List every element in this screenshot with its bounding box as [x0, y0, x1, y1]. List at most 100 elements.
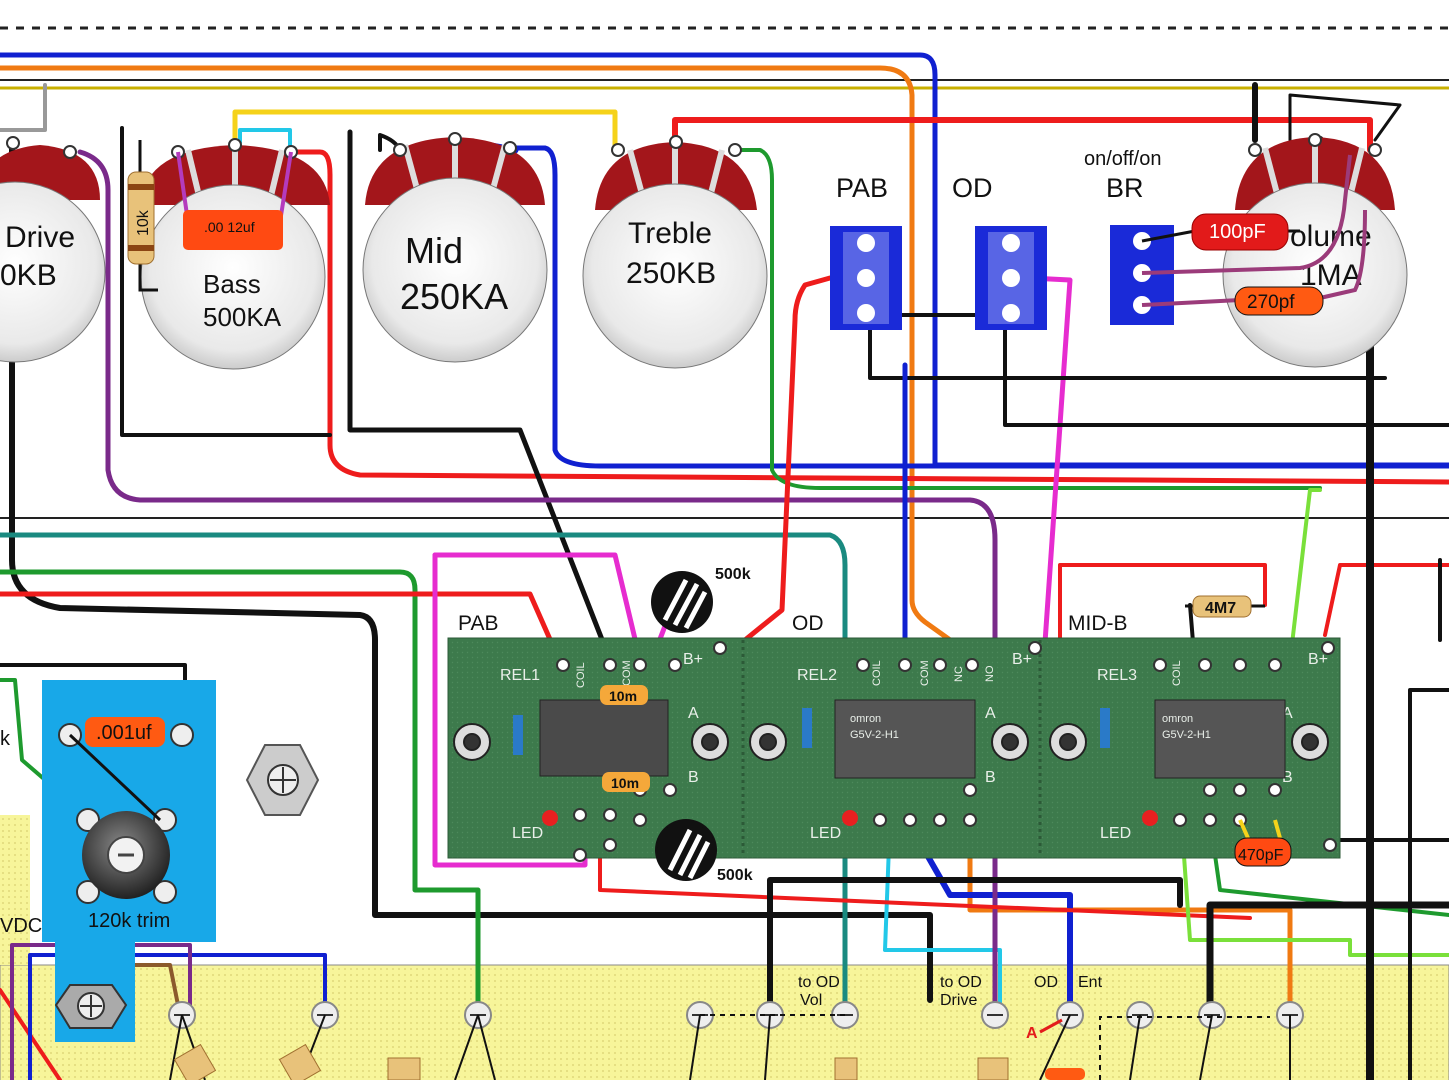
relay-section-od: OD: [792, 612, 824, 635]
trim-pot-500k-bottom: 500k: [655, 819, 753, 884]
relay-3-bplus-label: B+: [1308, 651, 1328, 668]
bass-cap: .00 12uf: [183, 210, 283, 250]
switch-labels: PAB OD on/off/on BR: [836, 148, 1161, 203]
wire-red-bplus-3: [1323, 563, 1449, 637]
pot-drive: Drive 0KB: [0, 145, 106, 363]
relay-2-nc-label: NC: [953, 666, 965, 682]
relay-1-resistor: [513, 715, 523, 755]
relay-3-led-label: LED: [1100, 825, 1131, 842]
switch-pab-label: PAB: [836, 173, 888, 203]
wire-blue-bottom: [907, 822, 1073, 1018]
switch-pab: [830, 226, 902, 330]
wire-brown-bottom-left: [128, 963, 182, 1017]
label-to-od-drive-2: Drive: [940, 992, 977, 1009]
bass-resistor: 10k: [127, 140, 158, 292]
trim-pot-500k-top-label: 500k: [715, 566, 751, 583]
wire-blue-bottom-left: [28, 953, 327, 1080]
pot-mid: Mid 250KA: [362, 137, 548, 363]
wire-grey-left: [0, 83, 47, 132]
pot-drive-label-1: Drive: [5, 221, 75, 254]
label-mark-a: A: [1026, 1025, 1038, 1042]
wire-cyan-bass: [238, 128, 292, 152]
relay-1-label: REL1: [500, 667, 540, 684]
wire-red-pab-switch: [557, 275, 833, 818]
pot-treble: Treble 250KB: [582, 142, 768, 369]
relay-3-body: omron G5V-2-H1: [1154, 699, 1286, 779]
relay-3-pad-b: B: [1282, 769, 1293, 786]
pot-treble-label-2: 250KB: [626, 257, 716, 290]
wire-green-left: [0, 569, 481, 1018]
br-cap-270pf: 270pf: [1234, 286, 1324, 316]
cap-470pf-leads: [1238, 819, 1282, 839]
trim-pot-500k-bottom-label: 500k: [717, 867, 753, 884]
wire-red-treble-volume: [672, 117, 1373, 153]
cap-470pf-label: 470pF: [1238, 847, 1284, 864]
wire-black-volume-loop: [1288, 93, 1402, 142]
wire-black-resistor: [120, 126, 332, 437]
switch-od: [975, 226, 1047, 330]
pot-bass: Bass 500KA: [140, 145, 330, 370]
wire-black-main-left: [9, 137, 933, 1003]
label-to-od-vol-1: to OD: [798, 974, 840, 991]
relay-2-model: G5V-2-H1: [850, 729, 899, 741]
wire-teal-od: [0, 532, 848, 1018]
switch-br: [1110, 225, 1174, 325]
res-4m7-label: 4M7: [1205, 600, 1236, 617]
trim-board: .001uf 120k trim: [42, 680, 216, 1042]
res-10m-bottom: 10m: [602, 772, 650, 792]
relay-3-model: G5V-2-H1: [1162, 729, 1211, 741]
relay-2-resistor: [802, 708, 812, 748]
label-to-od-vol-2: Vol: [800, 992, 822, 1009]
wire-black-pab-od: [868, 313, 1387, 380]
wire-black-mid: [347, 129, 613, 663]
wire-green-treble: [733, 148, 1322, 490]
relay-3-brand: omron: [1162, 713, 1193, 725]
left-vdc-label: VDC: [0, 915, 42, 937]
wire-orange-top: [0, 65, 988, 668]
relay-3-coil-label: COIL: [1171, 660, 1183, 686]
hex-nut: [245, 744, 320, 816]
relay-1-led: [542, 810, 558, 826]
relay-2-coil-label: COIL: [871, 660, 883, 686]
relay-2-no-label: NO: [984, 665, 996, 682]
mark-a-arrow: [1039, 1018, 1063, 1034]
relay-2-brand: omron: [850, 713, 881, 725]
relay-1-com-label: COM: [621, 660, 633, 686]
br-cap-100pf: 100pF: [1191, 213, 1289, 251]
bass-resistor-label: 10k: [135, 209, 152, 236]
pot-bass-label-1: Bass: [203, 269, 261, 299]
pot-mid-label-2: 250KA: [400, 276, 508, 317]
relay-2-pad-a: A: [985, 705, 996, 722]
wire-blue-top: [0, 52, 1449, 468]
wire-red-midb: [1058, 563, 1267, 642]
relay-2-led-label: LED: [810, 825, 841, 842]
wire-black-bottom: [767, 877, 1183, 1018]
relay-1-coil-label: COIL: [575, 662, 587, 688]
br-wire-mauve: [1141, 154, 1352, 275]
switch-br-label: BR: [1106, 173, 1144, 203]
res-10m-bottom-label: 10m: [611, 775, 639, 791]
label-od: OD: [1034, 974, 1058, 991]
wire-black-right-edge: [1408, 558, 1449, 1080]
relay-2-body: omron G5V-2-H1: [834, 699, 976, 779]
bass-cap-label: .00 12uf: [204, 219, 255, 235]
relay-1-pad-b: B: [688, 769, 699, 786]
relay-2-com-label: COM: [919, 660, 931, 686]
relay-1-body: [539, 699, 669, 777]
switch-od-label: OD: [952, 173, 993, 203]
pot-volume: olume 1MA: [1222, 137, 1408, 368]
switch-br-mode-label: on/off/on: [1084, 148, 1161, 170]
left-board-strip: [0, 815, 30, 965]
trim-cap-label: .001uf: [96, 722, 152, 744]
relay-3-pad-a: A: [1282, 705, 1293, 722]
res-4m7: 4M7: [1185, 595, 1265, 618]
relay-board: PAB OD MID-B REL1 REL2 REL3 COIL COM B+ …: [447, 612, 1341, 862]
relay-2-bplus-label: B+: [1012, 651, 1032, 668]
pot-mid-label-1: Mid: [405, 230, 463, 271]
cap-470pf: 470pF: [1234, 837, 1292, 867]
trim-label: 120k trim: [88, 910, 170, 932]
relay-1-led-label: LED: [512, 825, 543, 842]
wire-orange-bottom: [967, 817, 1293, 1018]
pot-bass-label-2: 500KA: [203, 302, 282, 332]
